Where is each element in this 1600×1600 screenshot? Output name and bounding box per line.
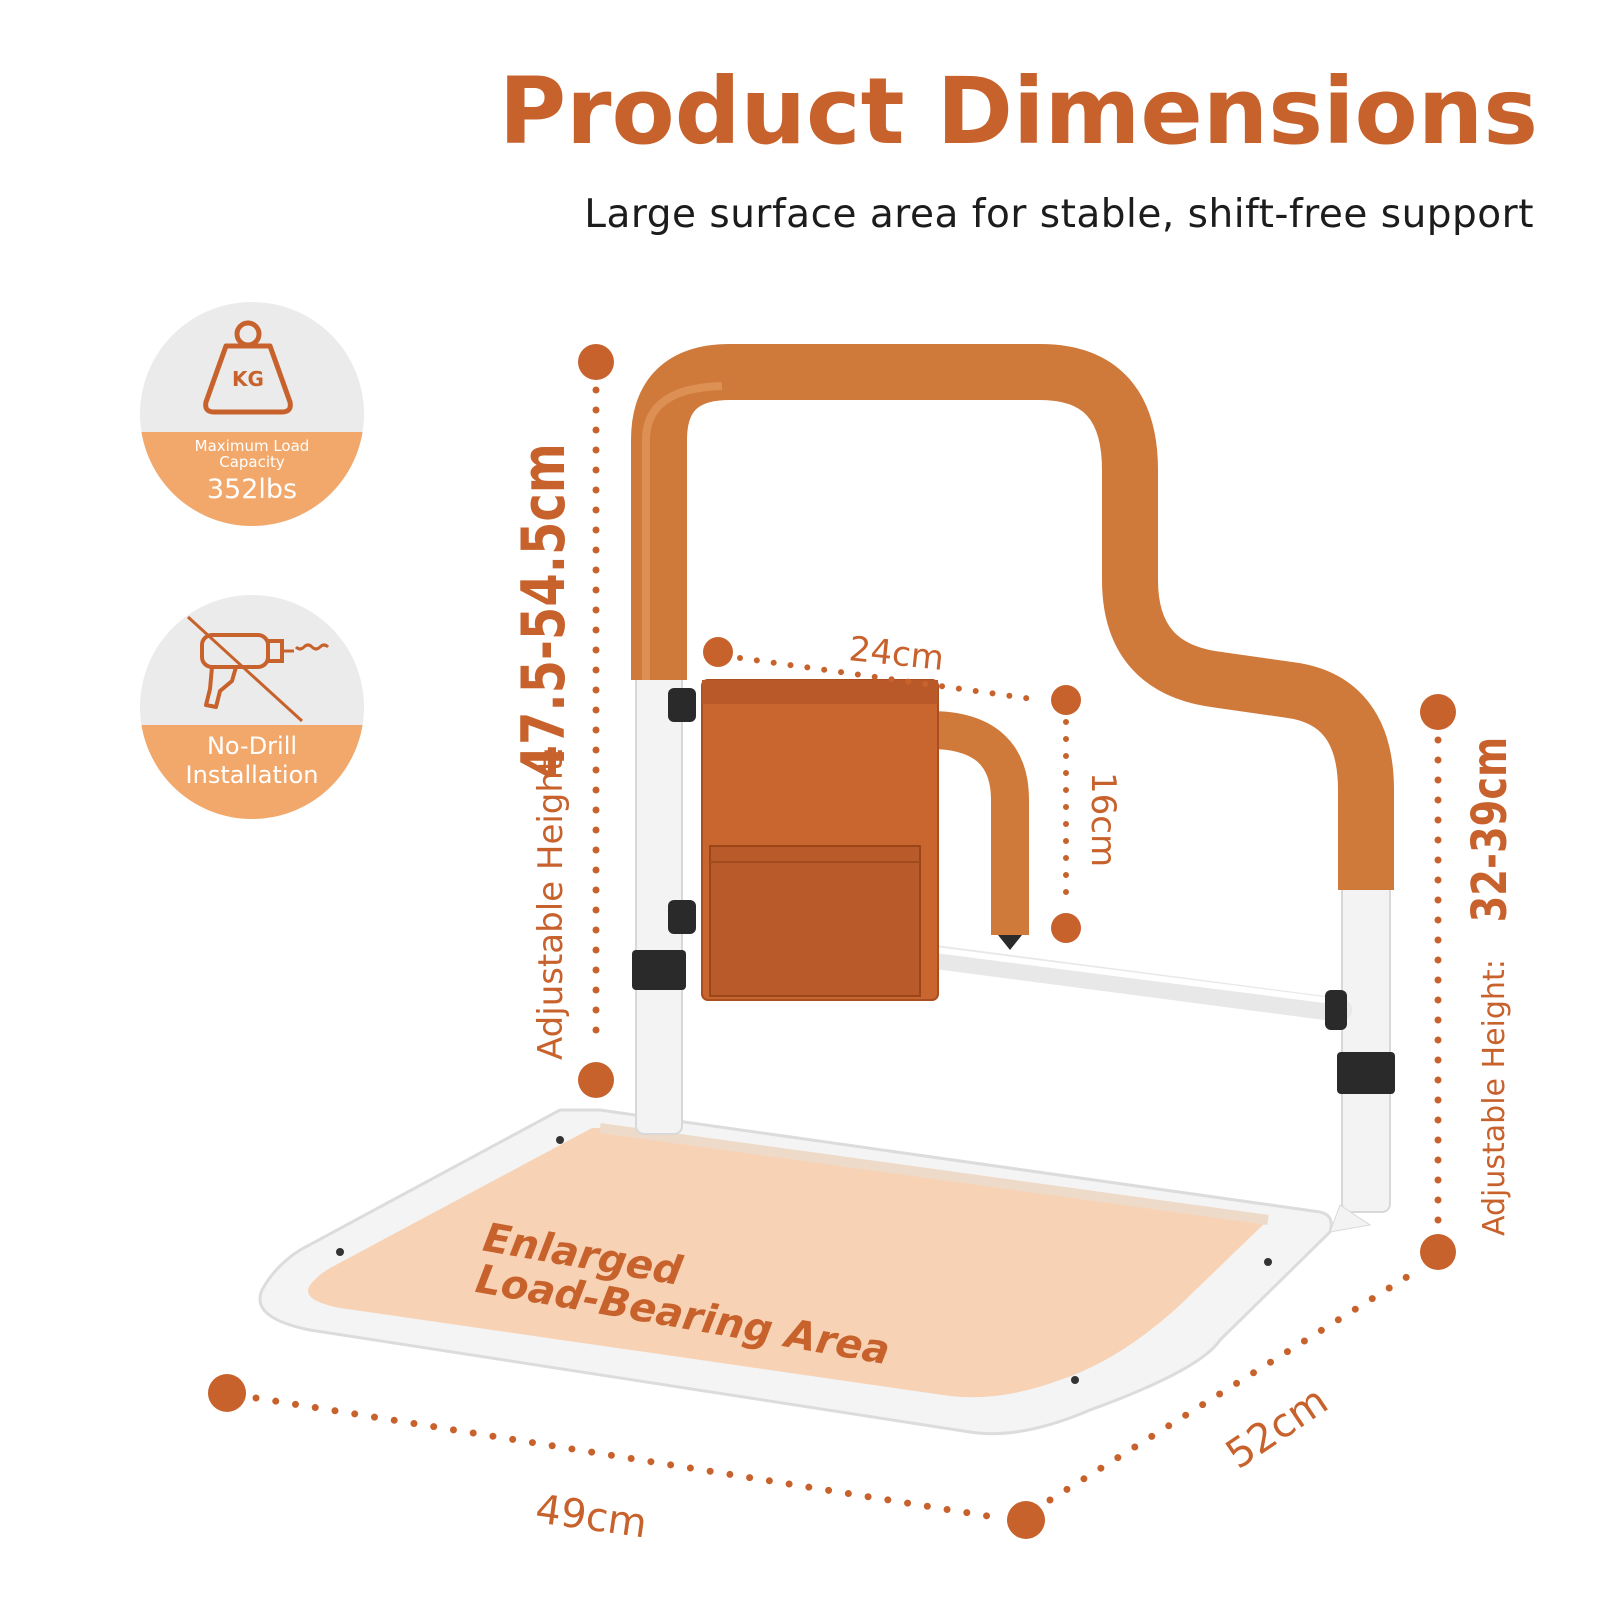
base-width-label: 49cm [533,1486,650,1547]
left-height-label: Adjustable Height: [531,746,571,1060]
weight-kg-icon: KG [203,320,293,415]
kg-icon-text: KG [232,367,264,391]
handle-height-label: 16cm [1083,772,1123,867]
handle-width-label: 24cm [847,629,946,679]
handle-width-dim-line [703,637,1081,715]
no-drill-icon [186,615,330,723]
right-height-label-group: Adjustable Height: 32-39cm [1463,737,1518,1236]
right-height-dim-line [1420,694,1456,1270]
main-handle-rail [631,344,1394,890]
pouch-mesh-pocket [709,845,921,997]
base-width-dim-line [208,1374,1045,1539]
inner-handle-rail [929,711,1029,935]
right-post [1341,879,1391,1213]
page-title: Product Dimensions [498,58,1538,165]
badge-band [140,432,364,526]
handle-height-dim-line [1051,719,1081,943]
right-height-value: 32-39cm [1463,737,1518,923]
load-capacity-value: 352lbs [206,474,298,505]
load-capacity-badge: KG Maximum Load Capacity 352lbs [140,302,364,526]
cross-bar [908,943,1352,1022]
no-drill-label: No-Drill Installation [140,732,364,790]
badge-band [140,725,364,819]
left-height-label-group: Adjustable Height: 47.5-54.5cm [509,443,579,1060]
left-height-dim-line [578,344,614,1098]
left-height-value: 47.5-54.5cm [509,443,579,778]
no-drill-line2: Installation [185,761,319,789]
page-subtitle: Large surface area for stable, shift-fre… [584,192,1534,237]
base-depth-label: 52cm [1218,1378,1336,1479]
load-capacity-label: Maximum Load Capacity [194,437,310,471]
base-platform [308,1128,1268,1398]
no-drill-badge: No-Drill Installation [140,595,364,819]
no-drill-line1: No-Drill [206,732,298,760]
right-height-label: Adjustable Height: [1477,959,1512,1236]
